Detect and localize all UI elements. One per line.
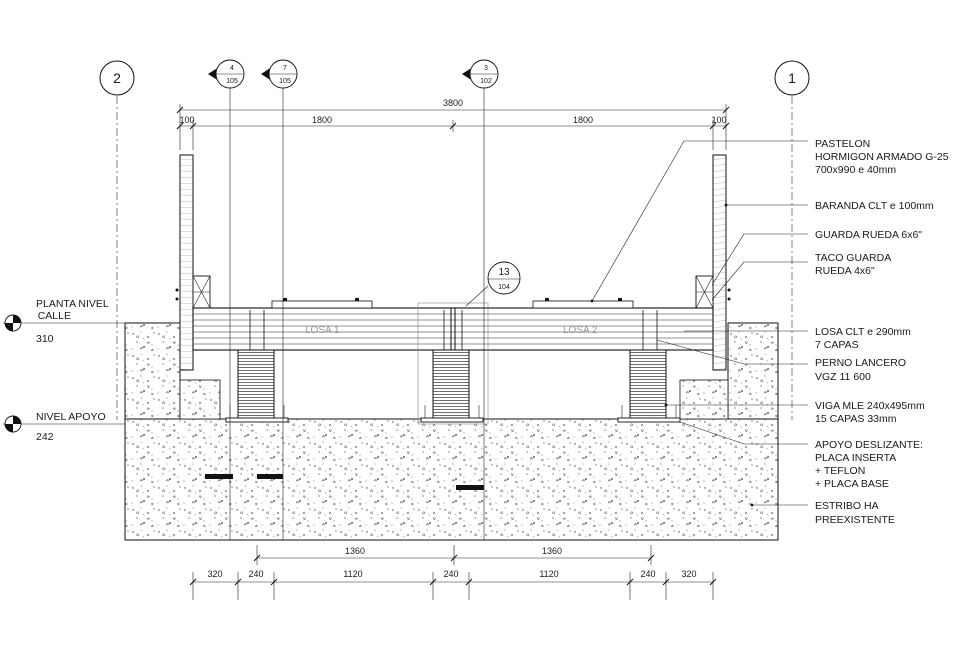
clt-slab: LOSA 1 LOSA 2: [192, 298, 714, 351]
section-marker-top: 4: [230, 65, 234, 72]
callout-estribo-l1: ESTRIBO HA: [815, 500, 879, 512]
callout-perno-l2: VGZ 11 600: [815, 371, 871, 383]
callout-taco-l1: TACO GUARDA: [815, 252, 891, 264]
level-marker-support: NIVEL APOYO 242: [3, 411, 125, 443]
clt-railings: [175, 154, 731, 371]
section-marker-top: 7: [283, 65, 287, 72]
axis-bubble-1: 1: [774, 60, 810, 96]
callout-apoyo-l2: PLACA INSERTA: [815, 452, 896, 464]
callout-losa-l2: 7 CAPAS: [815, 339, 859, 351]
section-marker-top: 3: [484, 65, 488, 72]
callout-labels: PASTELON HORMIGON ARMADO G-25 700x990 e …: [815, 138, 949, 526]
callout-apoyo-l4: + PLACA BASE: [815, 478, 889, 490]
callout-losa-l1: LOSA CLT e 290mm: [815, 326, 911, 338]
dim-bottom-1: 320: [207, 569, 222, 579]
callout-estribo-l2: PREEXISTENTE: [815, 514, 895, 526]
section-marker-bottom: 105: [226, 78, 238, 85]
dim-mid-1: 1360: [345, 546, 365, 556]
detail-marker-13-104: 13 104: [465, 261, 521, 307]
dim-top-2: 1800: [312, 115, 332, 125]
callout-guarda-rueda: GUARDA RUEDA 6x6": [815, 229, 922, 241]
callout-baranda: BARANDA CLT e 100mm: [815, 200, 934, 212]
dim-top-3: 1800: [573, 115, 593, 125]
callout-apoyo-l1: APOYO DESLIZANTE:: [815, 439, 923, 451]
section-marker-bottom: 102: [480, 78, 492, 85]
top-dimensions: 3800 100 1800 1800 100: [176, 98, 730, 150]
level-support-line1: NIVEL APOYO: [36, 411, 106, 423]
callout-apoyo-l3: + TEFLON: [815, 465, 865, 477]
section-marker-4-105: 4 105: [208, 59, 245, 89]
dim-mid-2: 1360: [542, 546, 562, 556]
callout-taco-l2: RUEDA 4x6": [815, 265, 875, 277]
dim-top-4: 100: [711, 115, 726, 125]
dim-bottom-2: 240: [248, 569, 263, 579]
axis-bubble-2: 2: [99, 60, 135, 96]
axis-label-2: 2: [113, 70, 121, 86]
dim-total: 3800: [443, 98, 463, 108]
middle-dimensions: 1360 1360: [253, 545, 655, 565]
slab-label-losa-1: LOSA 1: [305, 325, 340, 336]
level-street-line2: CALLE: [38, 310, 71, 322]
level-marker-street: PLANTA NIVEL CALLE 310: [3, 298, 125, 345]
section-marker-bottom: 105: [279, 78, 291, 85]
axis-lines: [116, 88, 793, 540]
dim-bottom-3: 1120: [343, 569, 362, 579]
callout-pastelon-l3: 700x990 e 40mm: [815, 164, 896, 176]
level-support-value: 242: [36, 431, 54, 443]
detail-marker-top: 13: [498, 267, 510, 278]
dim-bottom-4: 240: [443, 569, 458, 579]
callout-pastelon-l1: PASTELON: [815, 138, 870, 150]
callout-perno-l1: PERNO LANCERO: [815, 357, 906, 369]
callout-leaders: [590, 140, 808, 507]
section-marker-3-102: 3 102: [462, 59, 499, 89]
callout-viga-l1: VIGA MLE 240x495mm: [815, 400, 925, 412]
dim-bottom-5: 1120: [539, 569, 558, 579]
detail-box: [417, 302, 489, 425]
callout-viga-l2: 15 CAPAS 33mm: [815, 413, 897, 425]
detail-marker-bottom: 104: [498, 284, 510, 291]
axis-label-1: 1: [788, 70, 796, 86]
bottom-dimensions: 320 240 1120 240 1120 240 320: [189, 569, 717, 600]
level-street-value: 310: [36, 333, 54, 345]
dim-top-1: 100: [179, 115, 194, 125]
callout-pastelon-l2: HORMIGON ARMADO G-25: [815, 151, 949, 163]
section-marker-7-105: 7 105: [261, 59, 298, 89]
dim-bottom-6: 240: [640, 569, 655, 579]
level-street-line1: PLANTA NIVEL: [36, 298, 109, 310]
slab-label-losa-2: LOSA 2: [563, 325, 598, 336]
dim-bottom-7: 320: [681, 569, 696, 579]
mle-beams: [225, 349, 681, 423]
